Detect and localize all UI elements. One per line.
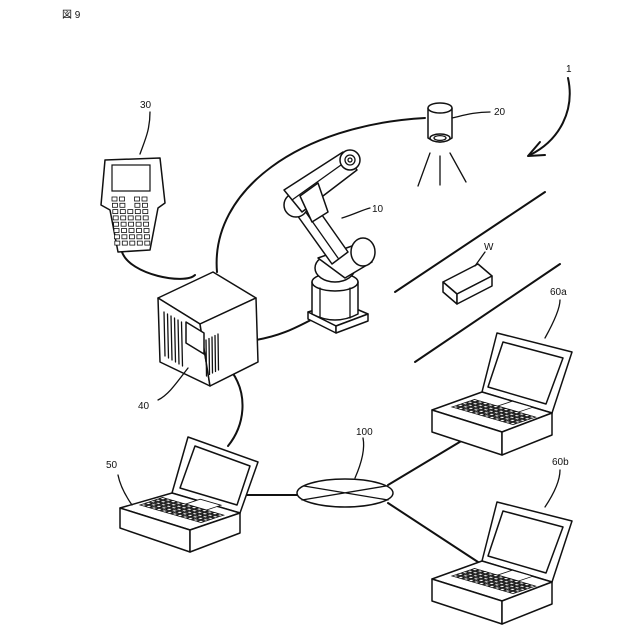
pendant-key bbox=[143, 216, 148, 220]
system-arrow: 1 bbox=[528, 64, 572, 156]
vent-slot bbox=[218, 334, 219, 370]
laptop-60a-label: 60a bbox=[550, 287, 567, 298]
vent-slot bbox=[209, 339, 210, 375]
pendant-label: 30 bbox=[140, 100, 152, 111]
pendant-key bbox=[145, 241, 150, 245]
figure-label: 図 9 bbox=[62, 9, 81, 21]
pendant-key bbox=[113, 210, 118, 214]
pendant-key bbox=[129, 229, 134, 233]
system-label: 1 bbox=[566, 64, 572, 75]
pendant-key bbox=[120, 210, 125, 214]
pendant-key bbox=[114, 222, 119, 226]
pendant-key bbox=[121, 222, 126, 226]
laptop-60b: 60b bbox=[432, 457, 572, 624]
pendant-key bbox=[135, 203, 140, 207]
vent-slot bbox=[212, 337, 213, 373]
pendant-key bbox=[113, 216, 118, 220]
pendant-key bbox=[114, 235, 119, 239]
pendant-key bbox=[137, 241, 142, 245]
laptop-50-label: 50 bbox=[106, 460, 118, 471]
laptop-60a: 60a bbox=[432, 287, 572, 455]
network-label: 100 bbox=[356, 427, 373, 438]
pendant-key bbox=[121, 216, 126, 220]
pendant-key bbox=[144, 222, 149, 226]
pendant-key bbox=[136, 216, 141, 220]
teach-pendant: 30 bbox=[101, 100, 165, 252]
cable-controller-robot bbox=[256, 318, 315, 340]
laptop-60b-label: 60b bbox=[552, 457, 569, 468]
pendant-key bbox=[144, 235, 149, 239]
laptop-50: 50 bbox=[106, 437, 258, 552]
cable-network-pc-b bbox=[388, 503, 478, 562]
pendant-key bbox=[112, 197, 117, 201]
pendant-key bbox=[122, 235, 127, 239]
pendant-key bbox=[129, 222, 134, 226]
cable-pendant-controller bbox=[122, 252, 195, 279]
pendant-key bbox=[144, 229, 149, 233]
vent-slot bbox=[215, 336, 216, 372]
robot-wrist bbox=[340, 150, 360, 170]
network-hub: 100 bbox=[297, 427, 393, 507]
controller-label: 40 bbox=[138, 401, 150, 412]
pendant-key bbox=[142, 197, 147, 201]
pendant-key bbox=[115, 241, 120, 245]
pendant-key bbox=[142, 203, 147, 207]
camera: 20 bbox=[418, 103, 506, 186]
cable-network-pc-a bbox=[388, 437, 468, 485]
pendant-key bbox=[122, 241, 127, 245]
pendant-key bbox=[130, 241, 135, 245]
robot-label: 10 bbox=[372, 204, 384, 215]
pendant-key bbox=[137, 229, 142, 233]
pendant-key bbox=[128, 216, 133, 220]
pendant-key bbox=[120, 197, 125, 201]
workpiece-label: W bbox=[484, 242, 494, 253]
pendant-key bbox=[112, 203, 117, 207]
pendant-key bbox=[135, 210, 140, 214]
pendant-key bbox=[120, 203, 125, 207]
camera-label: 20 bbox=[494, 107, 506, 118]
pendant-key bbox=[122, 229, 127, 233]
pendant-key bbox=[143, 210, 148, 214]
pendant-key bbox=[129, 235, 134, 239]
pendant-key bbox=[128, 210, 133, 214]
cable-controller-pc bbox=[228, 372, 243, 446]
pendant-key bbox=[135, 197, 140, 201]
pendant-key bbox=[136, 222, 141, 226]
vent-slot bbox=[206, 340, 207, 376]
pendant-key bbox=[114, 229, 119, 233]
pendant-screen bbox=[112, 165, 150, 191]
pendant-key bbox=[137, 235, 142, 239]
workpiece: W bbox=[443, 242, 494, 304]
robot: 10 bbox=[284, 150, 384, 333]
